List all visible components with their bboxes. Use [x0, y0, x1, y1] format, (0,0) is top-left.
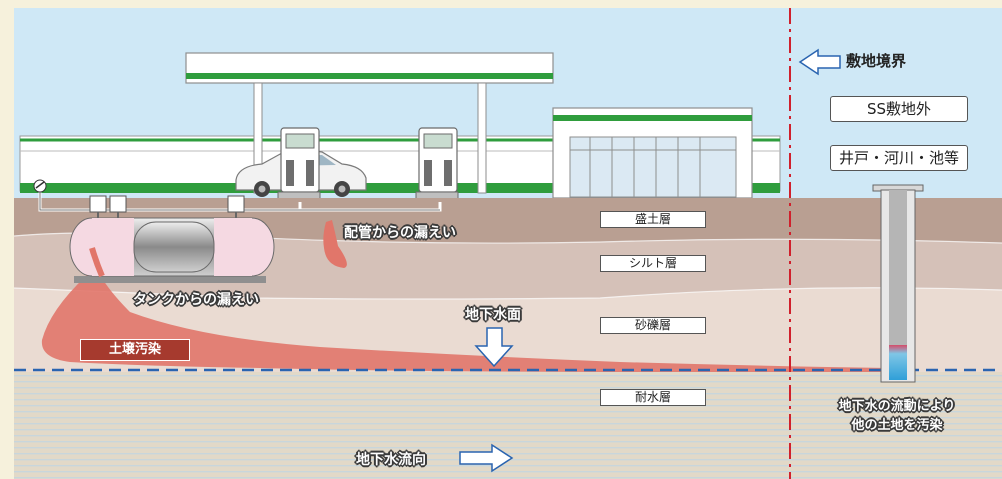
- layer-label-silt: シルト層: [600, 255, 706, 272]
- contamination-plume: [41, 270, 890, 372]
- layer-label-gravel: 砂礫層: [600, 317, 706, 334]
- boundary-label: 敷地境界: [846, 52, 907, 70]
- tank-leak-label: タンクからの漏えい: [133, 292, 259, 308]
- groundwater-flow-label: 地下水流向: [356, 452, 426, 468]
- groundwater-surface-label: 地下水面: [465, 307, 521, 323]
- well: [872, 184, 924, 383]
- down-arrow-icon: [474, 327, 514, 368]
- soil-contamination-badge: 土壌汚染: [80, 339, 190, 361]
- right-arrow-icon: [459, 443, 514, 473]
- pipe-leak-label: 配管からの漏えい: [344, 225, 456, 241]
- boundary-arrow-icon: [798, 48, 841, 76]
- vent-pipe-icon: [33, 179, 47, 193]
- layer-label-impermeable: 耐水層: [600, 389, 706, 406]
- other-land-label: 地下水の流動により 他の土地を汚染: [838, 399, 956, 433]
- convenience-store: [552, 107, 753, 199]
- gas-station-canopy: [185, 52, 554, 194]
- wells-label: 井戸・河川・池等: [830, 145, 968, 171]
- pipe-leak-plume: [323, 220, 347, 268]
- ss-outside-label: SS敷地外: [830, 96, 968, 122]
- layer-label-fill: 盛土層: [600, 211, 706, 228]
- underground-tank: [69, 217, 275, 283]
